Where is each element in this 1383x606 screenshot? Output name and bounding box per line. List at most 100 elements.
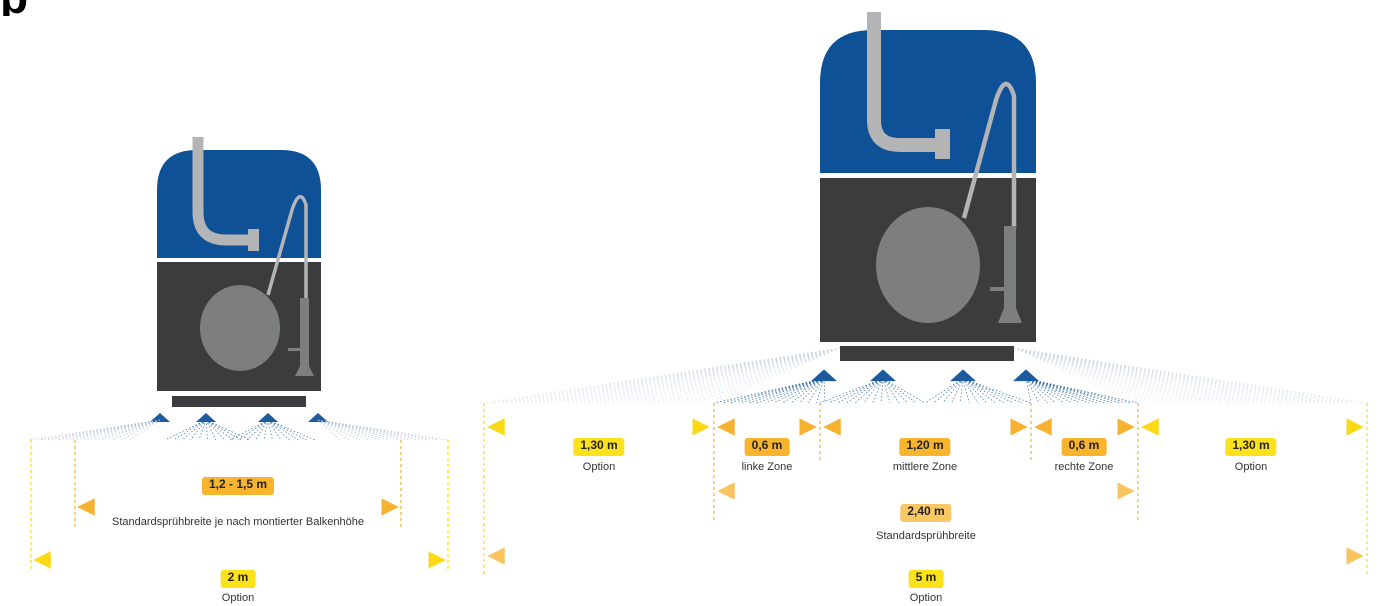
spray-line: [84, 419, 161, 441]
spray-line: [164, 419, 207, 441]
spray-line: [962, 378, 988, 404]
spray-line: [173, 419, 207, 441]
spray-line: [190, 419, 207, 441]
spray-line: [1025, 378, 1114, 404]
option-spray-line: [1013, 347, 1313, 404]
spray-line: [267, 419, 316, 441]
spray-nozzle: [870, 369, 896, 382]
spray-line: [1025, 378, 1032, 404]
spray-line: [773, 378, 825, 404]
option-spray-line: [1013, 347, 1331, 404]
spray-line: [317, 419, 449, 441]
spray-line: [93, 419, 161, 441]
spray-line: [317, 419, 380, 441]
large-spray-bar: [840, 346, 1014, 361]
spray-line: [1025, 378, 1106, 404]
spray-line: [837, 378, 884, 404]
option-spray-line: [502, 347, 841, 404]
spray-line: [267, 419, 299, 441]
large-right-option-caption: Option: [1234, 461, 1268, 473]
spray-line: [1025, 378, 1089, 404]
option-spray-line: [1013, 347, 1175, 404]
option-spray-line: [621, 347, 841, 404]
spray-line: [1025, 378, 1097, 404]
option-spray-line: [1013, 347, 1340, 404]
spray-line: [882, 378, 900, 404]
spray-line: [880, 378, 884, 404]
large-middle-zone-caption: mittlere Zone: [892, 461, 958, 473]
option-spray-line: [1013, 347, 1139, 404]
spray-line: [317, 419, 341, 441]
spray-line: [924, 378, 964, 404]
spray-line: [317, 419, 360, 441]
spray-line: [1025, 378, 1065, 404]
large-spray-fans: [483, 347, 1368, 404]
small-sprayer-unit: [157, 137, 321, 407]
spray-line: [962, 378, 1014, 404]
large-total-width-badge: 5 m: [908, 570, 944, 588]
spray-line: [1025, 378, 1056, 404]
spray-line: [962, 378, 1023, 404]
spray-line: [317, 419, 429, 441]
spray-line: [951, 378, 964, 404]
spray-line: [807, 378, 825, 404]
option-spray-line: [1013, 347, 1212, 404]
option-spray-line: [557, 347, 841, 404]
spray-line: [229, 419, 269, 441]
large-middle-zone-badge: 1,20 m: [899, 438, 951, 456]
option-spray-line: [1013, 347, 1258, 404]
option-spray-line: [695, 347, 841, 404]
spray-line: [317, 419, 409, 441]
option-spray-line: [585, 347, 841, 404]
spray-line: [129, 419, 161, 441]
option-spray-line: [1013, 347, 1194, 404]
spray-line: [205, 419, 251, 441]
spray-line: [882, 378, 917, 404]
option-spray-line: [1013, 347, 1267, 404]
spray-line: [713, 378, 825, 404]
option-spray-line: [677, 347, 841, 404]
spray-nozzle: [150, 413, 170, 422]
spray-line: [317, 419, 399, 441]
spray-line: [765, 378, 825, 404]
spray-nozzle: [811, 369, 837, 382]
large-total-width-caption: Option: [909, 592, 943, 604]
large-right-option-badge: 1,30 m: [1225, 438, 1277, 456]
spray-line: [799, 378, 825, 404]
small-spray-bar: [172, 396, 306, 407]
large-dimensions: [483, 403, 1368, 576]
small-fill-pipe: [192, 137, 252, 246]
option-spray-line: [529, 347, 841, 404]
option-spray-line: [575, 347, 841, 404]
spray-line: [317, 419, 370, 441]
large-sprayer-unit: [820, 12, 1036, 361]
option-spray-line: [594, 347, 841, 404]
spray-line: [267, 419, 307, 441]
spray-line: [942, 378, 964, 404]
option-spray-line: [713, 347, 841, 404]
spray-line: [782, 378, 825, 404]
option-spray-line: [612, 347, 841, 404]
spray-line: [205, 419, 217, 441]
spray-line: [205, 419, 208, 441]
small-standard-width-badge: 1,2 - 1,5 m: [201, 477, 275, 495]
spray-line: [846, 378, 884, 404]
option-spray-line: [539, 347, 841, 404]
option-spray-line: [493, 347, 841, 404]
spray-line: [882, 378, 908, 404]
spray-line: [828, 378, 884, 404]
spray-line: [1025, 378, 1040, 404]
spray-line: [120, 419, 161, 441]
large-left-zone-badge: 0,6 m: [744, 438, 790, 456]
spray-line: [255, 419, 269, 441]
spray-nozzle: [1013, 369, 1039, 382]
option-spray-line: [1013, 347, 1322, 404]
spray-line: [317, 419, 350, 441]
option-spray-line: [1013, 347, 1148, 404]
small-dimensions: [30, 440, 449, 572]
spray-line: [102, 419, 161, 441]
spray-line: [962, 378, 996, 404]
option-spray-line: [603, 347, 841, 404]
spray-line: [317, 419, 439, 441]
